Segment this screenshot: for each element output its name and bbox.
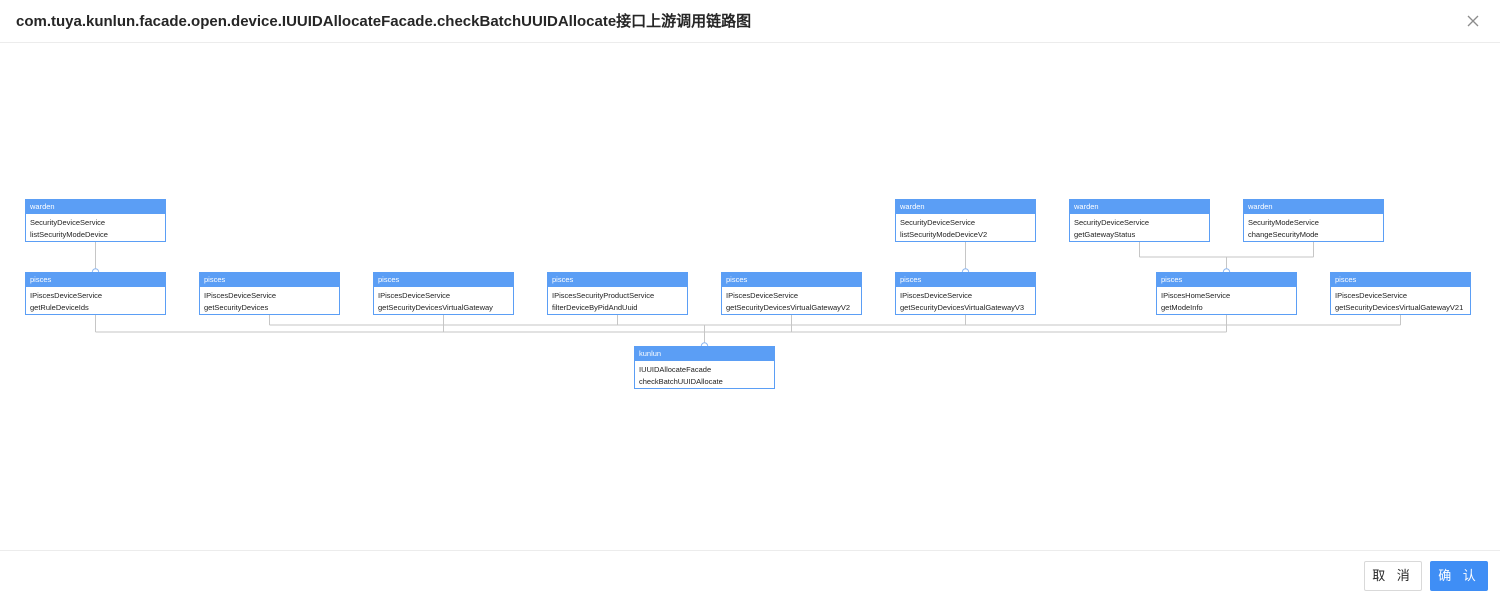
node-method-label: getSecurityDevicesVirtualGatewayV3 (900, 302, 1025, 312)
node-app-label: warden (1244, 200, 1383, 214)
close-icon (1467, 15, 1479, 27)
call-chain-graph[interactable]: warden SecurityDeviceService listSecurit… (0, 44, 1500, 549)
node-method-label: changeSecurityMode (1248, 229, 1319, 239)
graph-node-warden-3[interactable]: warden SecurityDeviceService getGatewayS… (1069, 199, 1210, 242)
node-app-label: pisces (374, 273, 513, 287)
node-method-label: getGatewayStatus (1074, 229, 1136, 239)
node-app-label: pisces (1331, 273, 1470, 287)
node-service-label: IPiscesDeviceService (900, 291, 973, 300)
node-service-label: SecurityModeService (1248, 218, 1319, 227)
graph-node-pisces-7[interactable]: pisces IPiscesHomeService getModeInfo (1156, 272, 1297, 315)
node-service-label: IPiscesHomeService (1161, 291, 1231, 300)
node-method-label: checkBatchUUIDAllocate (639, 376, 723, 386)
graph-node-pisces-5[interactable]: pisces IPiscesDeviceService getSecurityD… (721, 272, 862, 315)
node-app-label: pisces (26, 273, 165, 287)
node-method-label: getSecurityDevices (204, 302, 269, 312)
node-service-label: IPiscesDeviceService (1335, 291, 1408, 300)
graph-node-pisces-8[interactable]: pisces IPiscesDeviceService getSecurityD… (1330, 272, 1471, 315)
node-app-label: warden (26, 200, 165, 214)
graph-node-warden-1[interactable]: warden SecurityDeviceService listSecurit… (25, 199, 166, 242)
modal-header: com.tuya.kunlun.facade.open.device.IUUID… (0, 0, 1500, 43)
node-service-label: SecurityDeviceService (1074, 218, 1150, 227)
node-app-label: pisces (722, 273, 861, 287)
node-method-label: filterDeviceByPidAndUuid (552, 302, 638, 312)
node-method-label: getSecurityDevicesVirtualGatewayV2 (726, 302, 851, 312)
node-app-label: warden (1070, 200, 1209, 214)
graph-node-pisces-1[interactable]: pisces IPiscesDeviceService getRuleDevic… (25, 272, 166, 315)
graph-node-kunlun-1[interactable]: kunlun IUUIDAllocateFacade checkBatchUUI… (634, 346, 775, 389)
node-method-label: listSecurityModeDevice (30, 229, 108, 239)
node-service-label: SecurityDeviceService (900, 218, 976, 227)
modal-footer: 取 消 确 认 (0, 550, 1500, 596)
node-service-label: IPiscesDeviceService (30, 291, 103, 300)
node-method-label: getSecurityDevicesVirtualGateway (378, 302, 493, 312)
node-app-label: warden (896, 200, 1035, 214)
node-service-label: IPiscesDeviceService (378, 291, 451, 300)
node-method-label: getModeInfo (1161, 302, 1203, 312)
node-method-label: listSecurityModeDeviceV2 (900, 229, 988, 239)
node-service-label: IUUIDAllocateFacade (639, 365, 712, 374)
confirm-button[interactable]: 确 认 (1430, 561, 1488, 591)
graph-node-pisces-4[interactable]: pisces IPiscesSecurityProductService fil… (547, 272, 688, 315)
cancel-button[interactable]: 取 消 (1364, 561, 1422, 591)
node-app-label: pisces (548, 273, 687, 287)
node-service-label: IPiscesSecurityProductService (552, 291, 655, 300)
graph-node-pisces-2[interactable]: pisces IPiscesDeviceService getSecurityD… (199, 272, 340, 315)
graph-node-pisces-6[interactable]: pisces IPiscesDeviceService getSecurityD… (895, 272, 1036, 315)
modal-title: com.tuya.kunlun.facade.open.device.IUUID… (16, 13, 752, 30)
node-app-label: pisces (1157, 273, 1296, 287)
node-service-label: SecurityDeviceService (30, 218, 106, 227)
graph-node-pisces-3[interactable]: pisces IPiscesDeviceService getSecurityD… (373, 272, 514, 315)
node-method-label: getSecurityDevicesVirtualGatewayV21 (1335, 302, 1464, 312)
node-method-label: getRuleDeviceIds (30, 302, 89, 312)
graph-node-warden-4[interactable]: warden SecurityModeService changeSecurit… (1243, 199, 1384, 242)
graph-node-warden-2[interactable]: warden SecurityDeviceService listSecurit… (895, 199, 1036, 242)
node-app-label: pisces (896, 273, 1035, 287)
node-app-label: kunlun (635, 347, 774, 361)
node-app-label: pisces (200, 273, 339, 287)
close-button[interactable] (1460, 8, 1486, 34)
node-service-label: IPiscesDeviceService (204, 291, 277, 300)
node-service-label: IPiscesDeviceService (726, 291, 799, 300)
